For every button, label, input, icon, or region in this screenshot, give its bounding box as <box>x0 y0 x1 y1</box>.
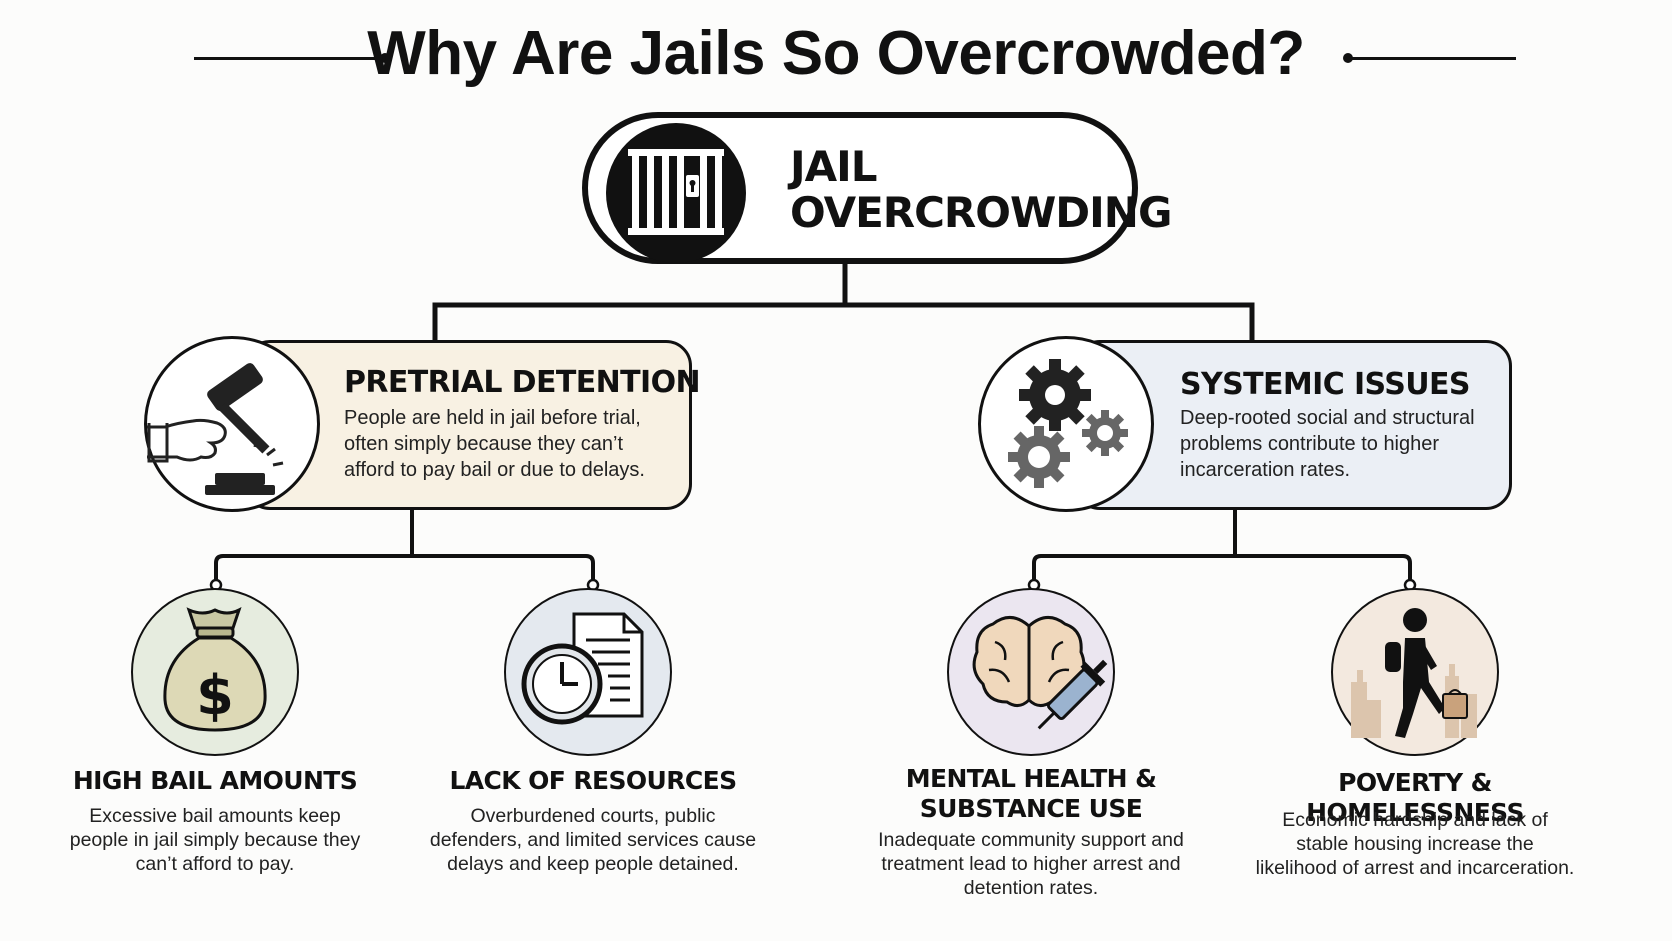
jail-bars-icon <box>606 123 746 263</box>
mental-health-description: Inadequate community support and treatme… <box>878 829 1184 899</box>
systemic-title: SYSTEMIC ISSUES <box>1180 367 1470 402</box>
poverty-description: Economic hardship and lack of stable hou… <box>1255 809 1575 879</box>
high-bail-icon-circle: $ <box>131 588 299 756</box>
title-dot-left <box>380 53 390 63</box>
high-bail-title: HIGH BAIL AMOUNTS <box>72 766 358 795</box>
poverty-icon-circle <box>1331 588 1499 756</box>
money-bag-icon: $ <box>163 607 267 732</box>
gears-icon <box>1008 359 1128 488</box>
mental-health-title: MENTAL HEALTH & SUBSTANCE USE <box>905 764 1157 823</box>
title-dot-right <box>1343 53 1353 63</box>
pretrial-icon-circle <box>144 336 320 512</box>
high-bail-description: Excessive bail amounts keep people in ja… <box>69 805 361 875</box>
poverty-title: POVERTY & HOMELESSNESS <box>1306 768 1524 827</box>
systemic-icon-circle <box>978 336 1154 512</box>
page-title: Why Are Jails So Overcrowded? <box>367 19 1305 88</box>
lack-of-resources-title: LACK OF RESOURCES <box>449 766 737 795</box>
brain-syringe-icon <box>972 616 1108 730</box>
lack-of-resources-icon-circle <box>504 588 672 756</box>
main-label-line2: OVERCROWDING <box>790 188 1172 237</box>
main-label: JAIL OVERCROWDING <box>790 142 1172 237</box>
clock-document-icon <box>521 612 644 725</box>
gavel-icon <box>147 363 284 495</box>
walking-person-icon <box>1351 608 1477 738</box>
pretrial-description: People are held in jail before trial, of… <box>344 407 645 481</box>
mental-health-icon-circle <box>947 588 1115 756</box>
main-label-line1: JAIL <box>790 142 878 191</box>
lack-of-resources-description: Overburdened courts, public defenders, a… <box>429 805 757 875</box>
title-line-right <box>1350 57 1516 60</box>
svg-text:$: $ <box>196 664 234 727</box>
title-line-left <box>194 57 382 60</box>
systemic-description: Deep-rooted social and structural proble… <box>1180 407 1475 481</box>
pretrial-title: PRETRIAL DETENTION <box>344 365 701 400</box>
